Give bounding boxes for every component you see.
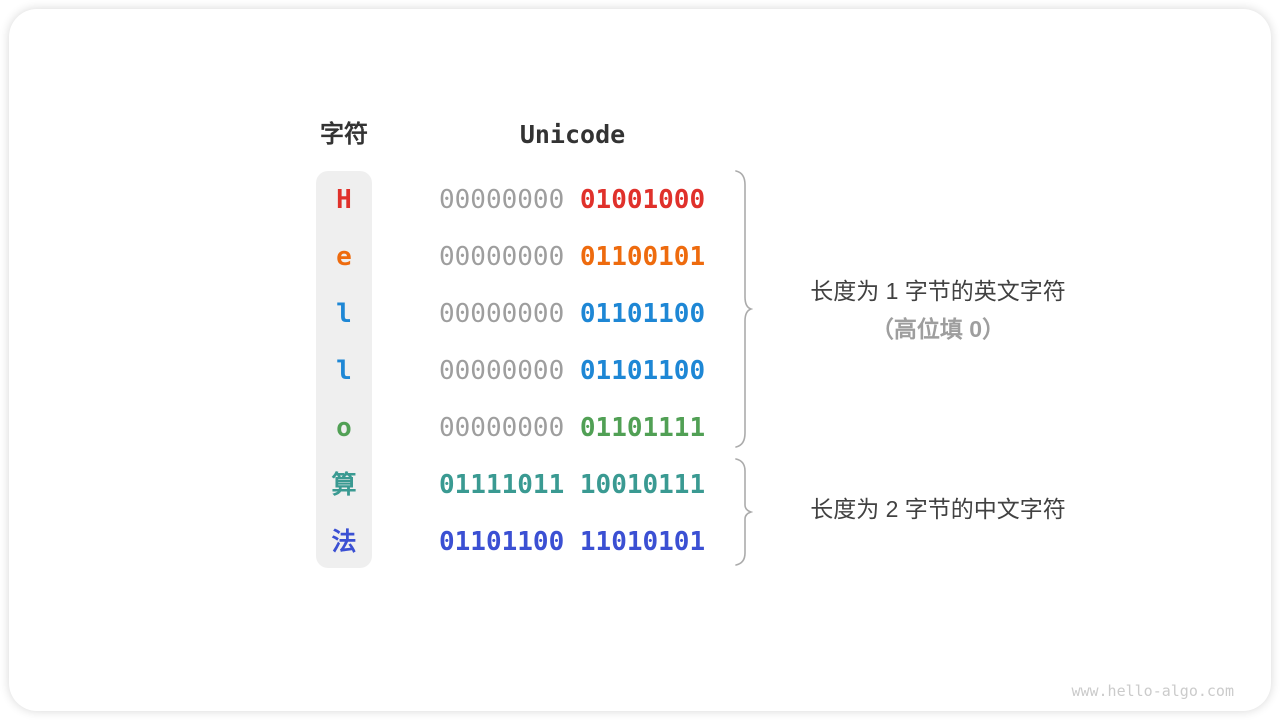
unicode-bytes-h: 00000000 01001000 <box>439 182 705 218</box>
figure-card: 字符 Unicode H 00000000 01001000 e 0000000… <box>9 9 1271 711</box>
unicode-bytes-fa: 01101100 11010101 <box>439 524 705 560</box>
high-byte: 00000000 <box>439 242 565 272</box>
table-row-e: e 00000000 01100101 <box>9 239 1271 275</box>
character-e: e <box>336 242 352 272</box>
character-suan: 算 <box>331 471 357 499</box>
character-fa: 法 <box>331 528 357 556</box>
low-byte: 11010101 <box>579 527 706 557</box>
low-byte: 01001000 <box>579 185 706 215</box>
low-byte: 10010111 <box>579 470 706 500</box>
unicode-bytes-l1: 00000000 01101100 <box>439 296 705 332</box>
unicode-bytes-l2: 00000000 01101100 <box>439 353 705 389</box>
unicode-bytes-e: 00000000 01100101 <box>439 239 705 275</box>
table-row-o: o 00000000 01101111 <box>9 410 1271 446</box>
high-byte: 00000000 <box>439 299 565 329</box>
high-byte: 01111011 <box>439 470 565 500</box>
annotation-subline: （高位填 0） <box>870 316 1006 342</box>
unicode-bytes-suan: 01111011 10010111 <box>439 467 705 503</box>
annotation-english-chars: 长度为 1 字节的英文字符 （高位填 0） <box>777 272 1099 348</box>
table-row-l2: l 00000000 01101100 <box>9 353 1271 389</box>
char-column-header: 字符 <box>320 121 368 148</box>
high-byte: 00000000 <box>439 185 565 215</box>
annotation-chinese-chars: 长度为 2 字节的中文字符 <box>777 490 1099 528</box>
low-byte: 01101111 <box>579 413 706 443</box>
watermark-url: www.hello-algo.com <box>1071 682 1234 700</box>
low-byte: 01101100 <box>579 356 706 386</box>
high-byte: 00000000 <box>439 413 565 443</box>
brace-english-group <box>735 170 753 448</box>
table-row-l1: l 00000000 01101100 <box>9 296 1271 332</box>
character-o: o <box>336 413 352 443</box>
character-l: l <box>336 299 352 329</box>
char-column-background <box>316 171 372 568</box>
table-row-fa: 法 01101100 11010101 <box>9 524 1271 560</box>
annotation-line: 长度为 2 字节的中文字符 <box>810 496 1066 522</box>
unicode-bytes-o: 00000000 01101111 <box>439 410 705 446</box>
low-byte: 01101100 <box>579 299 706 329</box>
character-l: l <box>336 356 352 386</box>
high-byte: 01101100 <box>439 527 565 557</box>
unicode-column-header: Unicode <box>519 120 626 149</box>
table-row-h: H 00000000 01001000 <box>9 182 1271 218</box>
high-byte: 00000000 <box>439 356 565 386</box>
table-row-suan: 算 01111011 10010111 <box>9 467 1271 503</box>
character-h: H <box>336 185 352 215</box>
brace-chinese-group <box>735 458 753 566</box>
annotation-line: 长度为 1 字节的英文字符 <box>810 278 1066 304</box>
low-byte: 01100101 <box>579 242 706 272</box>
